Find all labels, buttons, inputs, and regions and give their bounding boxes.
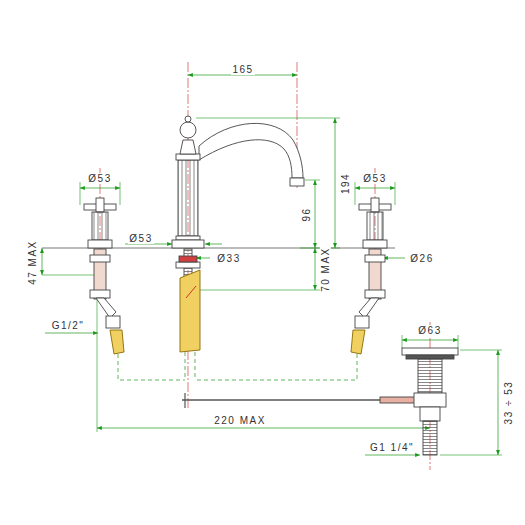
dimension-label: Ø33 bbox=[216, 253, 241, 264]
dimension-label: 70 MAX bbox=[319, 246, 330, 293]
cold-valve-body bbox=[90, 249, 124, 354]
dimension-label: Ø26 bbox=[409, 253, 434, 264]
dimension-label: 165 bbox=[231, 64, 254, 75]
hot-valve-body bbox=[351, 249, 385, 354]
center-lines bbox=[100, 62, 430, 470]
cold-handle bbox=[84, 198, 116, 248]
dimension-label: 33 ÷ 53 bbox=[503, 379, 514, 425]
dimension-label: Ø63 bbox=[417, 325, 442, 336]
hot-handle bbox=[359, 198, 391, 248]
dimension-label: Ø53 bbox=[128, 233, 153, 244]
spout-fixing bbox=[176, 249, 200, 352]
extension-lines bbox=[42, 118, 502, 455]
dimension-label: G1/2" bbox=[51, 320, 86, 331]
dimension-label: G1 1/4" bbox=[369, 442, 415, 453]
dimension-label: 47 MAX bbox=[26, 239, 37, 286]
dimension-lines bbox=[42, 75, 498, 455]
dimension-label: Ø53 bbox=[87, 173, 112, 184]
dimension-label: Ø53 bbox=[362, 173, 387, 184]
pop-up-waste bbox=[182, 348, 458, 455]
dimension-label: 220 MAX bbox=[213, 415, 267, 426]
spout-body bbox=[172, 116, 304, 248]
dimension-label: 194 bbox=[341, 171, 352, 194]
dimension-label: 96 bbox=[301, 206, 312, 222]
hose-routes bbox=[118, 352, 357, 380]
